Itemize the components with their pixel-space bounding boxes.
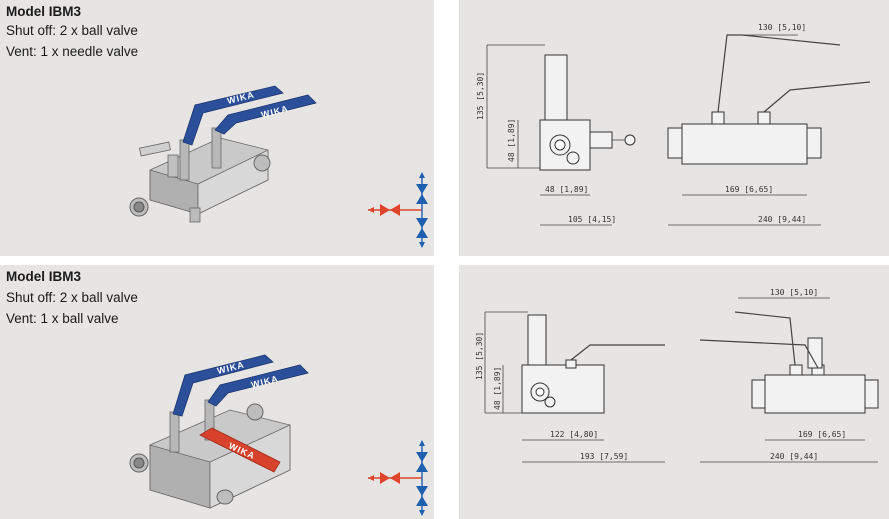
vent-spec: Vent: 1 x needle valve xyxy=(6,44,139,59)
model-title: Model IBM3 xyxy=(6,4,82,19)
dimension-label: 130 [5,10] xyxy=(758,23,806,32)
dimension-label: 240 [9,44] xyxy=(770,452,818,461)
dimension-label: 48 [1,89] xyxy=(493,367,502,410)
dimension-label: 169 [6,65] xyxy=(798,430,846,439)
dimension-label: 48 [1,89] xyxy=(507,119,516,162)
model-title: Model IBM3 xyxy=(6,269,82,284)
dimension-label: 169 [6,65] xyxy=(725,185,773,194)
dimension-label: 193 [7,59] xyxy=(580,452,628,461)
dimension-label: 122 [4,80] xyxy=(550,430,598,439)
dimension-label: 240 [9,44] xyxy=(758,215,806,224)
dimension-label: 135 [5,30] xyxy=(475,332,484,380)
dimension-label: 135 [5,30] xyxy=(476,72,485,120)
dimension-label: 130 [5,10] xyxy=(770,288,818,297)
vent-spec: Vent: 1 x ball valve xyxy=(6,311,119,326)
shut-off-spec: Shut off: 2 x ball valve xyxy=(6,290,138,305)
dimension-label: 48 [1,89] xyxy=(545,185,588,194)
dimension-label: 105 [4,15] xyxy=(568,215,616,224)
shut-off-spec: Shut off: 2 x ball valve xyxy=(6,23,138,38)
